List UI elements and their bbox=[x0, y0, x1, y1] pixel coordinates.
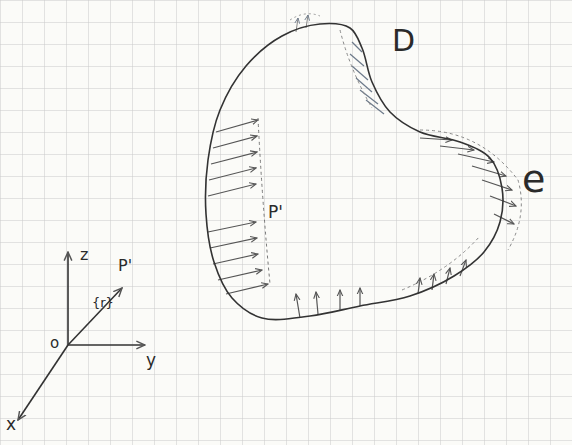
load-arrows-bottom bbox=[296, 260, 466, 318]
region-outline bbox=[205, 24, 502, 320]
origin-label: o bbox=[50, 336, 59, 351]
point-label: P' bbox=[118, 258, 132, 274]
position-vector bbox=[68, 288, 122, 345]
load-arrows-left bbox=[208, 120, 268, 294]
vector-label: {r} bbox=[92, 296, 114, 309]
axis-label: y bbox=[146, 352, 156, 369]
hatch-top bbox=[350, 42, 384, 114]
load-envelope-bottom bbox=[402, 236, 480, 290]
region-label: D bbox=[392, 26, 415, 56]
axes bbox=[18, 252, 145, 420]
boundary-label: e bbox=[522, 160, 545, 198]
z-axis bbox=[67, 252, 69, 345]
point-label: P' bbox=[268, 204, 283, 221]
top-envelope bbox=[290, 14, 320, 20]
load-envelope bbox=[258, 118, 270, 284]
load-envelope-right bbox=[420, 130, 521, 250]
axis-label: x bbox=[6, 416, 16, 433]
y-axis bbox=[68, 344, 145, 346]
x-axis bbox=[18, 345, 68, 420]
axis-label: z bbox=[80, 247, 88, 263]
